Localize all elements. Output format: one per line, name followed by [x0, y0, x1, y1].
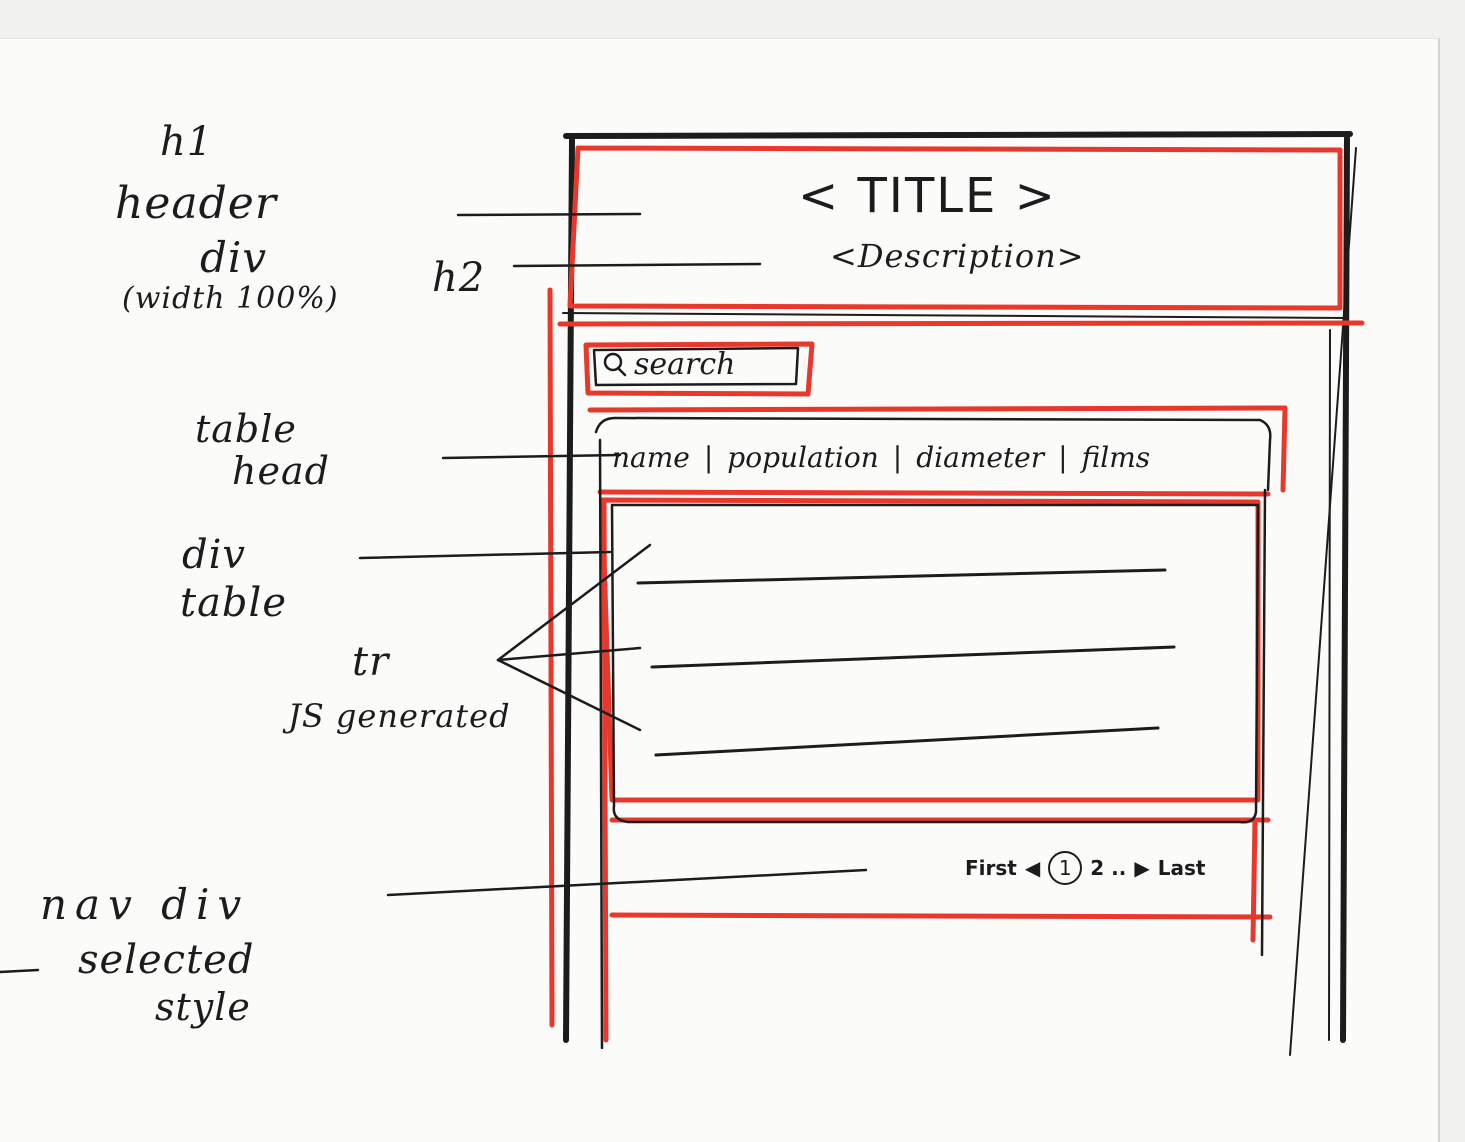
search-field[interactable]: search [592, 343, 804, 385]
table-head: name | population | diameter | films [612, 432, 1262, 482]
note-h2: h2 [432, 255, 486, 301]
search-box-outline [583, 341, 815, 397]
note-nav-div: nav div [40, 880, 250, 929]
page-2-link[interactable]: 2 .. [1090, 856, 1127, 880]
note-table-1: table [195, 407, 297, 451]
prev-page-icon[interactable]: ◀ [1024, 856, 1041, 880]
note-head: head [232, 449, 330, 493]
note-selected: selected [78, 937, 255, 983]
table-red-box [587, 405, 1288, 1043]
wireframe-title: < TITLE > [798, 168, 1057, 224]
first-page-link[interactable]: First [965, 856, 1017, 880]
search-icon [603, 352, 627, 377]
column-diameter[interactable]: diameter [916, 440, 1045, 474]
next-page-icon[interactable]: ▶ [1134, 856, 1150, 880]
note-js-generated: JS generated [288, 697, 511, 735]
column-separator: | [703, 440, 714, 474]
tr-row-lines [636, 568, 1176, 757]
column-separator: | [1058, 440, 1068, 474]
column-films[interactable]: films [1081, 440, 1151, 474]
paper-sheet [0, 38, 1440, 1142]
current-page-selected[interactable]: 1 [1048, 851, 1083, 885]
wireframe-description: <Description> [830, 237, 1085, 275]
column-population[interactable]: population [727, 440, 879, 474]
note-table-2: table [180, 580, 287, 626]
header-red-box [547, 145, 1365, 1028]
leader-lines [0, 212, 868, 974]
note-width: (width 100%) [122, 281, 339, 316]
note-h1: h1 [160, 119, 214, 165]
note-header: header [115, 178, 277, 229]
note-div-2: div [182, 532, 246, 578]
table-ink-box [594, 416, 1272, 1050]
note-div: div [200, 233, 268, 282]
search-placeholder: search [634, 346, 736, 382]
column-name[interactable]: name [612, 440, 690, 474]
note-tr: tr [352, 639, 390, 685]
column-separator: | [892, 440, 903, 474]
pagination-nav: First ◀ 1 2 .. ▶ Last [965, 850, 1205, 886]
note-style: style [155, 985, 251, 1029]
last-page-link[interactable]: Last [1157, 856, 1206, 880]
